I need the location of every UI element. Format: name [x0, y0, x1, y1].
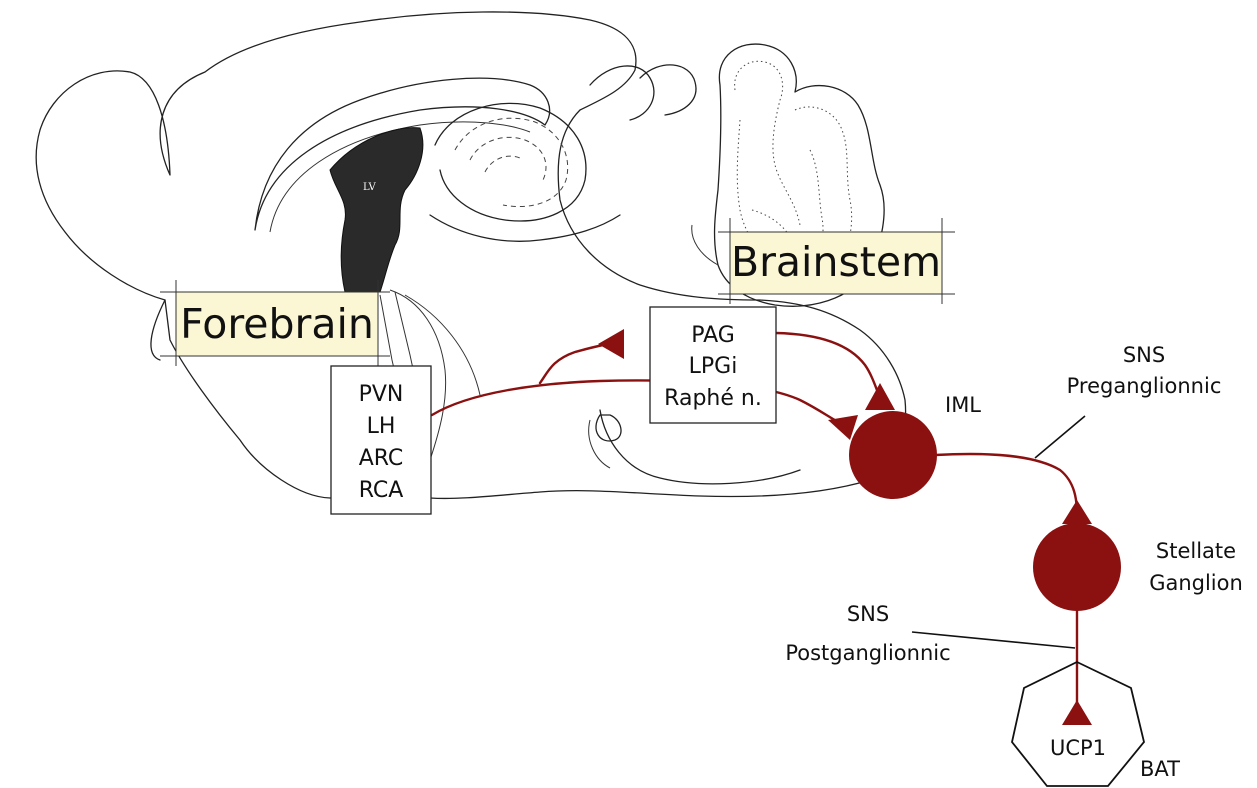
- terminal-brainstem-upper: [865, 383, 895, 410]
- sns-pre-label-1: SNS: [1123, 343, 1165, 367]
- forebrain-title-box: Forebrain: [160, 280, 390, 366]
- nucleus-pag: PAG: [691, 323, 735, 348]
- stellate-annotation: Stellate Ganglion: [1149, 539, 1243, 595]
- iml-to-stellate-path: [935, 454, 1077, 515]
- iml-label: IML: [945, 393, 981, 417]
- hypothalamus-to-brainstem-branch: [540, 344, 610, 383]
- stellate-label-1: Stellate: [1156, 539, 1236, 563]
- bat-label: BAT: [1140, 757, 1180, 781]
- lv-label: LV: [363, 182, 376, 193]
- nucleus-raphe: Raphé n.: [664, 386, 762, 411]
- stellate-ganglion-neuron: [1033, 523, 1121, 611]
- stellate-label-2: Ganglion: [1149, 571, 1243, 595]
- sns-preganglionic-annotation: SNS Preganglionnic: [1035, 343, 1221, 458]
- sns-pre-leader: [1035, 416, 1085, 458]
- nucleus-rca: RCA: [359, 478, 404, 503]
- lateral-ventricle: LV: [330, 128, 423, 292]
- forebrain-title: Forebrain: [180, 300, 374, 348]
- ucp1-label: UCP1: [1050, 736, 1106, 760]
- brainstem-to-iml-path: [776, 333, 880, 398]
- terminal-to-stellate: [1062, 500, 1092, 524]
- nucleus-lh: LH: [367, 414, 396, 439]
- terminal-to-bat: [1062, 700, 1092, 725]
- sns-postganglionic-annotation: SNS Postganglionnic: [785, 602, 1075, 665]
- brainstem-nuclei-box: PAG LPGi Raphé n.: [650, 307, 776, 423]
- nucleus-arc: ARC: [359, 446, 404, 471]
- sns-post-label-2: Postganglionnic: [785, 641, 950, 665]
- nucleus-pvn: PVN: [359, 382, 404, 407]
- hypothalamic-nuclei-box: PVN LH ARC RCA: [331, 366, 431, 514]
- sns-post-label-1: SNS: [847, 602, 889, 626]
- brainstem-title-box: Brainstem: [718, 218, 955, 304]
- terminal-to-brainstem: [598, 329, 624, 359]
- brainstem-title: Brainstem: [731, 238, 941, 286]
- bat-cell: UCP1 BAT: [1012, 662, 1180, 786]
- hypothalamus-to-iml-path: [432, 380, 842, 424]
- sns-pre-label-2: Preganglionnic: [1067, 374, 1222, 398]
- nucleus-lpgi: LPGi: [689, 354, 738, 379]
- iml-neuron: [849, 411, 937, 499]
